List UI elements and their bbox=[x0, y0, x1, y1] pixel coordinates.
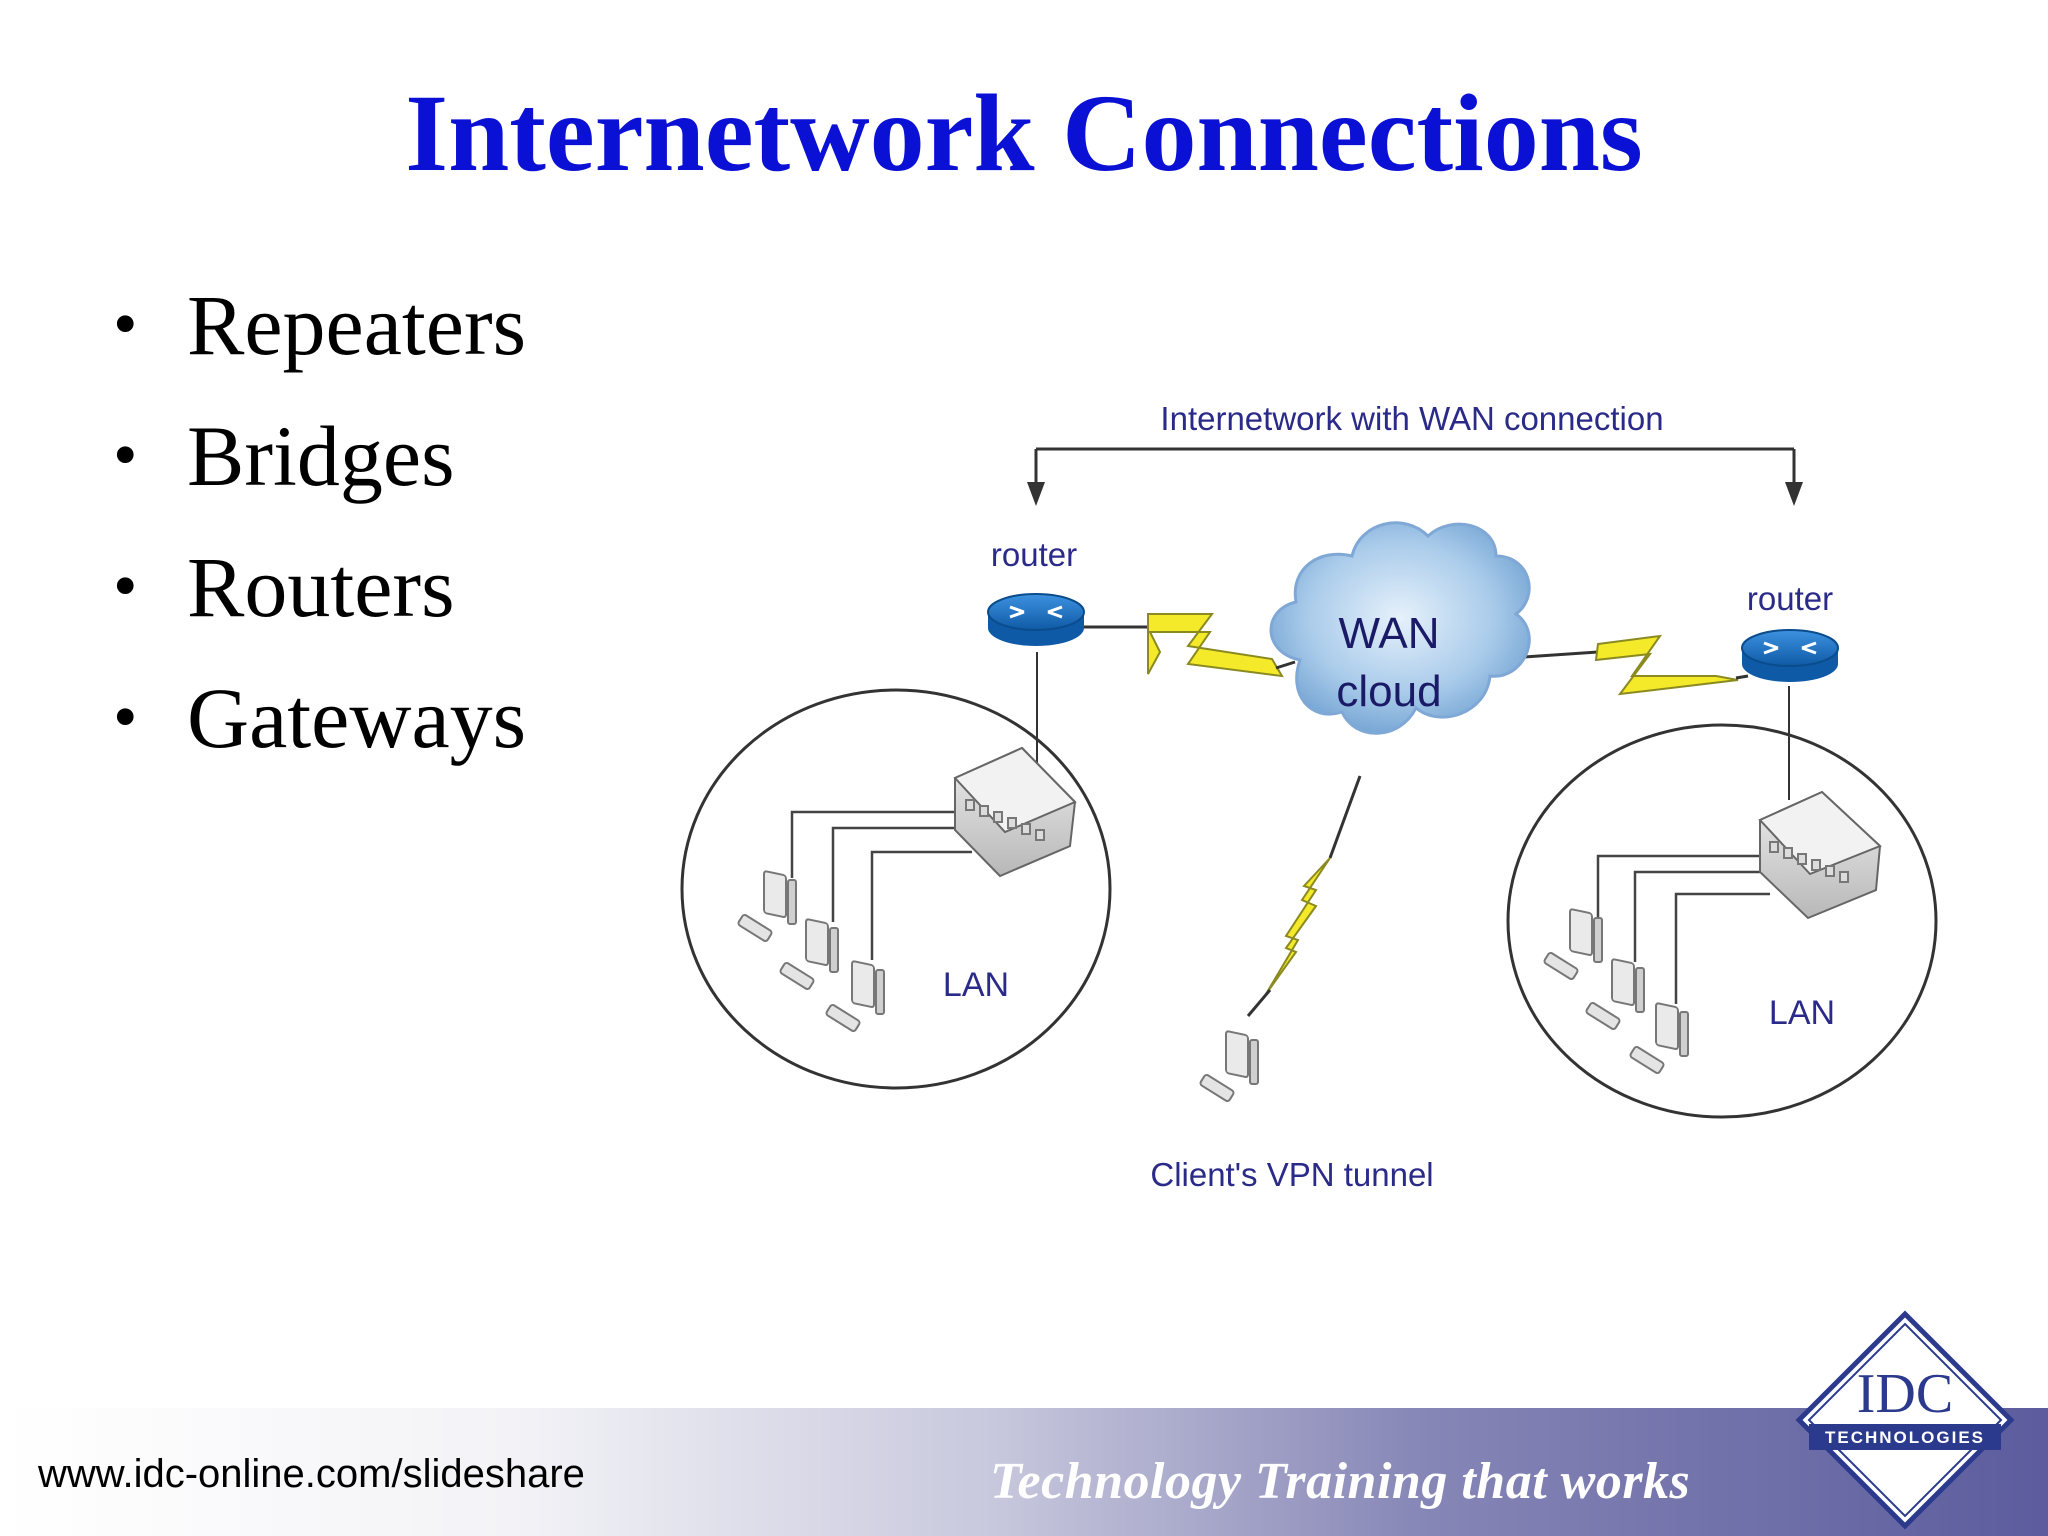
wan-link-right bbox=[1509, 634, 1749, 696]
computer-icon bbox=[736, 869, 797, 944]
wan-cloud-icon bbox=[1269, 521, 1531, 735]
router-right-label: router bbox=[1747, 580, 1833, 617]
computer-icon bbox=[1584, 957, 1645, 1032]
switch-right bbox=[1758, 790, 1882, 920]
bullet-text: Bridges bbox=[187, 408, 455, 504]
router-right-icon bbox=[1741, 629, 1839, 682]
bullet-item: • Repeaters bbox=[105, 270, 526, 401]
bullet-item: • Bridges bbox=[105, 401, 526, 532]
lan-left-wiring bbox=[790, 810, 972, 960]
logo-sub-text: TECHNOLOGIES bbox=[1825, 1428, 1985, 1447]
wan-span-arrow bbox=[1027, 447, 1803, 506]
network-diagram: Internetwork with WAN connection bbox=[680, 400, 1938, 1193]
cloud-label-line1: WAN bbox=[1338, 609, 1439, 658]
bullet-dot: • bbox=[113, 679, 138, 756]
lan-right-label: LAN bbox=[1769, 994, 1835, 1032]
bullet-item: • Routers bbox=[105, 532, 526, 663]
bullet-dot: • bbox=[113, 417, 138, 494]
footer-url: www.idc-online.com/slideshare bbox=[38, 1452, 585, 1496]
footer-band bbox=[0, 1408, 2048, 1536]
bullet-text: Repeaters bbox=[187, 277, 527, 373]
router-left-icon bbox=[987, 593, 1085, 646]
cloud-label-line2: cloud bbox=[1336, 667, 1441, 716]
bullet-dot: • bbox=[113, 286, 138, 363]
bullet-list: • Repeaters • Bridges • Routers • Gateways bbox=[105, 270, 526, 794]
bullet-dot: • bbox=[113, 548, 138, 625]
bullet-text: Routers bbox=[187, 539, 455, 635]
vpn-link bbox=[1246, 775, 1362, 1017]
bullet-text: Gateways bbox=[187, 670, 527, 766]
footer-tagline: Technology Training that works bbox=[990, 1453, 1691, 1510]
vpn-client-computer-icon bbox=[1198, 1029, 1259, 1104]
bullet-item: • Gateways bbox=[105, 663, 526, 794]
computer-icon bbox=[1542, 907, 1603, 982]
switch-left bbox=[953, 746, 1077, 878]
computer-icon bbox=[778, 917, 839, 992]
vpn-tunnel-label: Client's VPN tunnel bbox=[1150, 1156, 1433, 1193]
computer-icon bbox=[1628, 1001, 1689, 1076]
lan-left-label: LAN bbox=[943, 966, 1009, 1004]
wan-span-label: Internetwork with WAN connection bbox=[1160, 400, 1663, 437]
lan-left-boundary bbox=[680, 688, 1112, 1090]
wan-link-left bbox=[1082, 613, 1296, 678]
slide-title: Internetwork Connections bbox=[405, 72, 1643, 194]
idc-logo: IDC TECHNOLOGIES bbox=[1795, 1310, 2015, 1530]
lan-right-wiring bbox=[1596, 854, 1770, 1004]
lan-right-boundary bbox=[1506, 723, 1938, 1119]
router-left-label: router bbox=[991, 536, 1077, 573]
logo-main-text: IDC bbox=[1857, 1363, 1953, 1425]
